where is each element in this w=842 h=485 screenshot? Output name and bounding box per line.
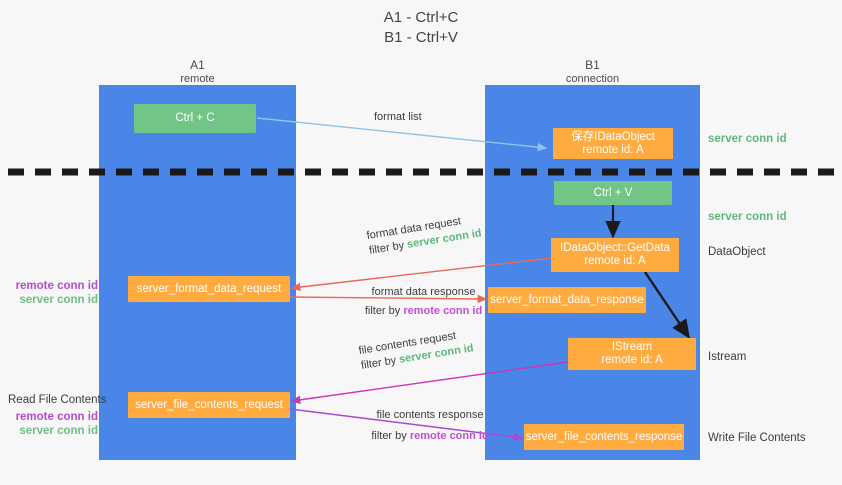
- edge-label-format-data-response: format data response filter by remote co…: [336, 285, 511, 319]
- annotation-istream: Istream: [708, 351, 747, 363]
- node-ctrl-v-label: Ctrl + V: [593, 186, 633, 199]
- edge-label-format-list-text: format list: [374, 111, 422, 123]
- filter-key-remote-conn-id: remote conn id: [409, 430, 489, 442]
- arrow-file-contents-response: [289, 408, 524, 442]
- node-server-format-data-response[interactable]: server_format_data_response: [488, 287, 646, 313]
- lane-header-a1: A1 remote: [99, 58, 296, 86]
- arrow-getdata-to-istream: [644, 271, 691, 339]
- filter-key-remote-conn-id: remote conn id: [403, 305, 483, 317]
- node-server-file-contents-request[interactable]: server_file_contents_request: [128, 392, 290, 418]
- edge-file-contents-response-line1: file contents response: [376, 409, 484, 421]
- node-ctrl-c[interactable]: Ctrl + C: [134, 104, 256, 133]
- annotation-server-conn-id-top: server conn id: [708, 133, 787, 145]
- node-save-idataobject-line2: remote id: A: [582, 143, 644, 156]
- node-save-idataobject-line1: 保存IDataObject: [571, 130, 655, 143]
- node-ctrl-v[interactable]: Ctrl + V: [554, 181, 672, 205]
- node-getdata-line2: remote id: A: [584, 255, 646, 267]
- edge-file-contents-response-filter: filter by remote conn id: [345, 423, 515, 444]
- edge-format-data-response-filter: filter by remote conn id: [336, 300, 511, 319]
- annotation-remote-conn-id: remote conn id: [15, 280, 98, 292]
- annotation-conn-pair-file: remote conn id server conn id: [8, 410, 98, 438]
- annotation-conn-pair-format: remote conn id server conn id: [8, 279, 98, 307]
- annotation-dataobject: DataObject: [708, 246, 766, 258]
- lane-header-b1-sub: connection: [565, 73, 620, 85]
- lane-header-a1-sub: remote: [180, 73, 215, 85]
- annotation-server-conn-id: server conn id: [19, 294, 98, 306]
- title-line-2: B1 - Ctrl+V: [384, 29, 458, 46]
- annotation-remote-conn-id: remote conn id: [15, 411, 98, 423]
- node-server-format-data-request-label: server_format_data_request: [136, 282, 282, 295]
- node-server-file-contents-response[interactable]: server_file_contents_response: [524, 424, 684, 450]
- lane-header-b1-name: B1: [585, 58, 600, 72]
- arrow-file-contents-request: [290, 361, 569, 404]
- arrow-format-data-response: [287, 294, 488, 304]
- lane-header-a1-name: A1: [190, 58, 205, 72]
- title-line-1: A1 - Ctrl+C: [383, 9, 459, 26]
- page-title: A1 - Ctrl+C B1 - Ctrl+V: [0, 8, 842, 48]
- node-istream-line2: remote id: A: [601, 354, 663, 366]
- node-getdata-line1: IDataObject::GetData: [560, 242, 670, 254]
- node-istream[interactable]: IStream remote id: A: [568, 338, 696, 370]
- filter-prefix: filter by: [371, 430, 410, 442]
- lane-header-b1: B1 connection: [485, 58, 700, 86]
- filter-prefix: filter by: [364, 305, 404, 317]
- node-idataobject-getdata[interactable]: IDataObject::GetData remote id: A: [551, 238, 679, 272]
- annotation-server-conn-id: server conn id: [19, 425, 98, 437]
- node-save-idataobject[interactable]: 保存IDataObject remote id: A: [553, 128, 673, 159]
- node-server-format-data-request[interactable]: server_format_data_request: [128, 276, 290, 302]
- node-server-format-data-response-label: server_format_data_response: [490, 293, 644, 306]
- annotation-server-conn-id-second: server conn id: [708, 211, 787, 223]
- node-istream-line1: IStream: [611, 341, 653, 353]
- annotation-write-file-contents: Write File Contents: [708, 432, 806, 444]
- node-ctrl-c-label: Ctrl + C: [175, 112, 215, 124]
- edge-label-file-contents-response: file contents response filter by remote …: [345, 408, 515, 444]
- edge-label-format-list: format list: [374, 110, 422, 125]
- node-server-file-contents-response-label: server_file_contents_response: [525, 430, 683, 443]
- annotation-read-file-contents: Read File Contents: [8, 394, 107, 406]
- edge-format-data-response-line1: format data response: [371, 286, 476, 298]
- arrow-format-list: [256, 117, 548, 152]
- node-server-file-contents-request-label: server_file_contents_request: [135, 398, 283, 411]
- arrow-format-data-request: [290, 257, 553, 292]
